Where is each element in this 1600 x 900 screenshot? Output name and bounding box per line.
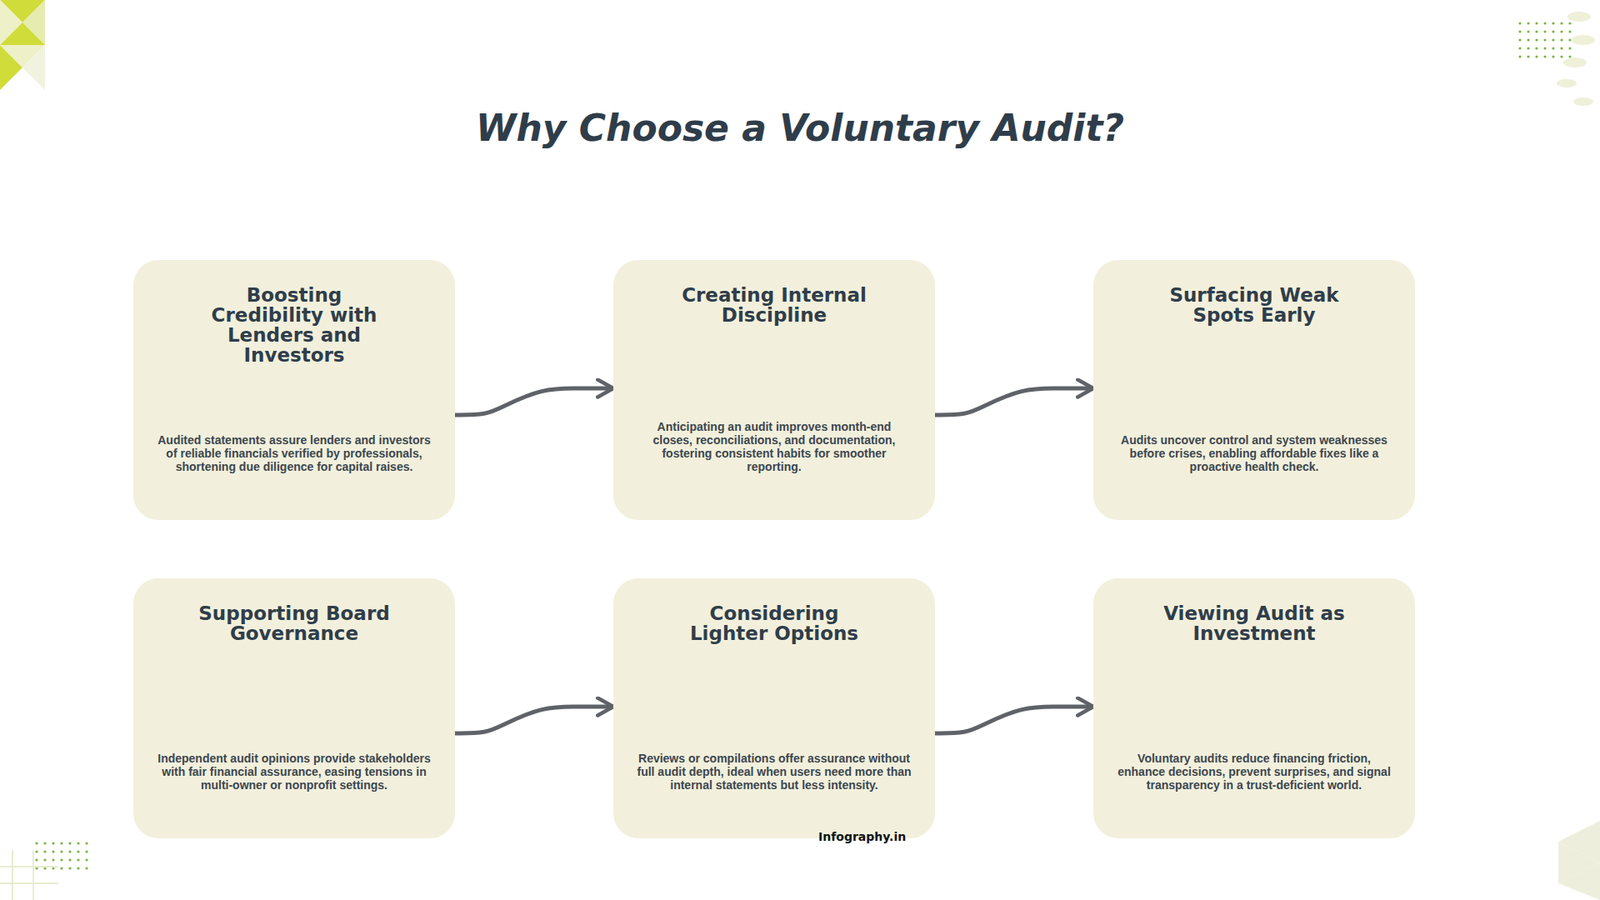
- dot: [1560, 46, 1563, 50]
- dot: [43, 841, 46, 845]
- flow-arrow: [935, 706, 1094, 734]
- dot: [1551, 38, 1555, 41]
- card-heading: Surfacing Weak Spots Early: [1150, 285, 1359, 325]
- dot: [1568, 30, 1571, 33]
- dot: [1551, 30, 1555, 33]
- dot: [51, 850, 55, 853]
- card-heading: Creating Internal Discipline: [670, 285, 879, 325]
- benefit-card: Surfacing Weak Spots EarlyAudits uncover…: [1093, 260, 1415, 520]
- dot: [76, 841, 80, 845]
- dot: [60, 850, 63, 853]
- dot: [1535, 46, 1538, 50]
- dot: [68, 866, 71, 870]
- benefit-card: Supporting Board GovernanceIndependent a…: [133, 578, 455, 839]
- dot: [1551, 46, 1555, 50]
- dot: [1543, 21, 1546, 25]
- dot: [1568, 46, 1571, 50]
- dot: [1535, 21, 1538, 25]
- dot: [60, 866, 63, 870]
- dot: [1526, 30, 1530, 33]
- dot: [1568, 55, 1571, 58]
- card-body: Voluntary audits reduce financing fricti…: [1116, 751, 1392, 792]
- diagram-title: Why Choose a Voluntary Audit?: [0, 106, 1600, 150]
- flow-arrow: [455, 706, 614, 734]
- card-body: Reviews or compilations offer assurance …: [636, 751, 912, 792]
- leaf-marks: [1556, 11, 1595, 106]
- dot: [85, 858, 88, 861]
- dot: [35, 858, 38, 861]
- dot: [1543, 55, 1546, 58]
- card-heading: Boosting Credibility with Lenders and In…: [190, 285, 399, 366]
- dot: [1518, 46, 1521, 50]
- dot: [51, 858, 55, 861]
- dot-grid: [1518, 21, 1571, 58]
- card-heading: Considering Lighter Options: [670, 603, 879, 644]
- card-heading: Viewing Audit as Investment: [1150, 603, 1359, 644]
- dot: [1526, 38, 1530, 41]
- dot: [1535, 38, 1538, 41]
- dot: [1526, 21, 1530, 25]
- dot: [85, 841, 88, 845]
- dot: [60, 841, 63, 845]
- benefit-card: Creating Internal DisciplineAnticipating…: [613, 260, 935, 520]
- dot: [35, 841, 38, 845]
- watermark: Infography.in: [818, 830, 906, 844]
- dot: [1560, 55, 1563, 58]
- dot: [1543, 30, 1546, 33]
- card-heading: Supporting Board Governance: [190, 603, 399, 644]
- dot: [1543, 46, 1546, 50]
- dot: [35, 850, 38, 853]
- dot: [1518, 55, 1521, 58]
- flow-arrow: [455, 388, 614, 415]
- dot: [1518, 38, 1521, 41]
- dot: [76, 858, 80, 861]
- dot: [1518, 30, 1521, 33]
- card-body: Audits uncover control and system weakne…: [1116, 433, 1392, 474]
- dot: [85, 850, 88, 853]
- dot: [1551, 21, 1555, 25]
- dot: [43, 850, 46, 853]
- card-body: Audited statements assure lenders and in…: [156, 433, 432, 474]
- dot: [1535, 55, 1538, 58]
- benefit-card: Boosting Credibility with Lenders and In…: [133, 260, 455, 520]
- dot: [68, 850, 71, 853]
- dot: [1526, 55, 1530, 58]
- dot: [60, 858, 63, 861]
- dot: [43, 858, 46, 861]
- dot: [76, 866, 80, 870]
- dot: [85, 866, 88, 870]
- dot: [68, 858, 71, 861]
- dot: [1568, 21, 1571, 25]
- corner-triangles: [0, 0, 45, 90]
- dot: [1535, 30, 1538, 33]
- dot: [1560, 30, 1563, 33]
- dot: [1551, 55, 1555, 58]
- dot: [68, 841, 71, 845]
- corner-triangles: [1558, 820, 1600, 900]
- card-body: Anticipating an audit improves month-end…: [636, 420, 912, 474]
- dot: [1560, 21, 1563, 25]
- dot-grid: [35, 841, 88, 870]
- benefit-card: Viewing Audit as InvestmentVoluntary aud…: [1093, 578, 1415, 839]
- dot: [76, 850, 80, 853]
- dot: [1518, 21, 1521, 25]
- grid-lines: [0, 850, 59, 900]
- dot: [1568, 38, 1571, 41]
- dot: [1526, 46, 1530, 50]
- benefit-card: Considering Lighter OptionsReviews or co…: [613, 578, 935, 839]
- flow-arrow: [935, 388, 1094, 415]
- card-body: Independent audit opinions provide stake…: [156, 751, 432, 792]
- dot: [1560, 38, 1563, 41]
- dot: [1543, 38, 1546, 41]
- dot: [51, 841, 55, 845]
